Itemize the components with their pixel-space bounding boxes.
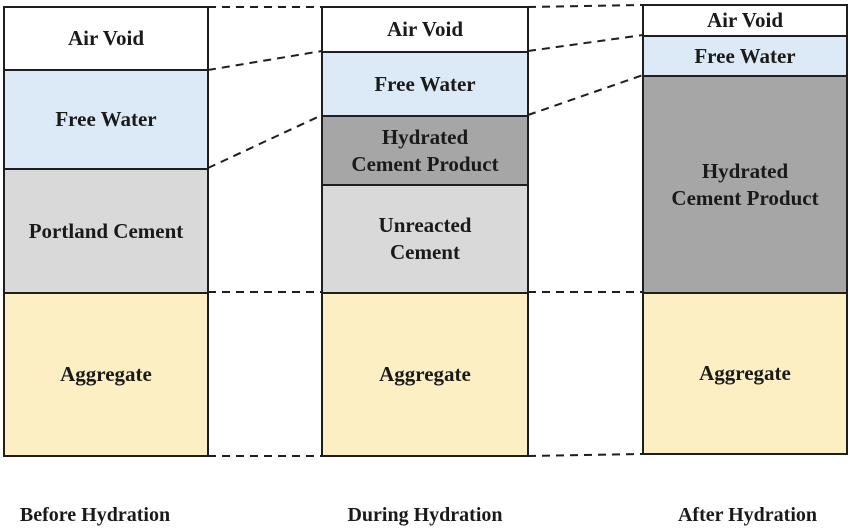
before-free-water-label: Free Water <box>55 107 157 131</box>
connector-airvoid-1 <box>207 50 323 71</box>
after-aggregate-label: Aggregate <box>699 361 791 385</box>
during-air-void: Air Void <box>321 6 529 53</box>
before-portland-cement: Portland Cement <box>3 168 209 294</box>
after-air-void: Air Void <box>642 4 848 37</box>
connector-bottom-2 <box>527 453 644 457</box>
during-hydrated-label-line1: Hydrated <box>381 124 469 149</box>
during-aggregate-label: Aggregate <box>379 362 471 386</box>
caption-before-hydration: Before Hydration <box>19 504 171 526</box>
connector-water-1 <box>207 114 323 169</box>
during-unreacted-label-line1: Unreacted <box>378 213 472 237</box>
connector-airvoid-2 <box>527 34 644 52</box>
connector-top-2 <box>527 4 644 8</box>
during-hydrated-label-line2: Cement Product <box>351 151 499 176</box>
after-hydrated-label-line2: Cement Product <box>671 185 819 210</box>
before-portland-cement-label: Portland Cement <box>28 218 184 243</box>
during-hydrated-cement-product: Hydrated Cement Product <box>321 115 529 186</box>
during-unreacted-label-line2: Cement <box>390 240 460 264</box>
after-aggregate: Aggregate <box>642 292 848 455</box>
after-air-void-label: Air Void <box>706 8 784 32</box>
during-air-void-label: Air Void <box>386 17 464 41</box>
before-air-void-label: Air Void <box>67 26 145 50</box>
during-aggregate: Aggregate <box>321 292 529 457</box>
before-free-water: Free Water <box>3 69 209 170</box>
caption-during-hydration: During Hydration <box>347 504 503 526</box>
before-air-void: Air Void <box>3 6 209 71</box>
after-free-water: Free Water <box>642 35 848 77</box>
after-hydrated-cement-product: Hydrated Cement Product <box>642 75 848 294</box>
caption-after-hydration: After Hydration <box>677 504 818 526</box>
during-free-water: Free Water <box>321 51 529 117</box>
after-free-water-label: Free Water <box>694 43 796 68</box>
during-unreacted-cement: Unreacted Cement <box>321 184 529 294</box>
connector-water-2 <box>527 74 644 116</box>
during-free-water-label: Free Water <box>374 71 476 96</box>
before-aggregate: Aggregate <box>3 292 209 457</box>
before-aggregate-label: Aggregate <box>60 362 152 386</box>
after-hydrated-label-line1: Hydrated <box>701 158 789 183</box>
